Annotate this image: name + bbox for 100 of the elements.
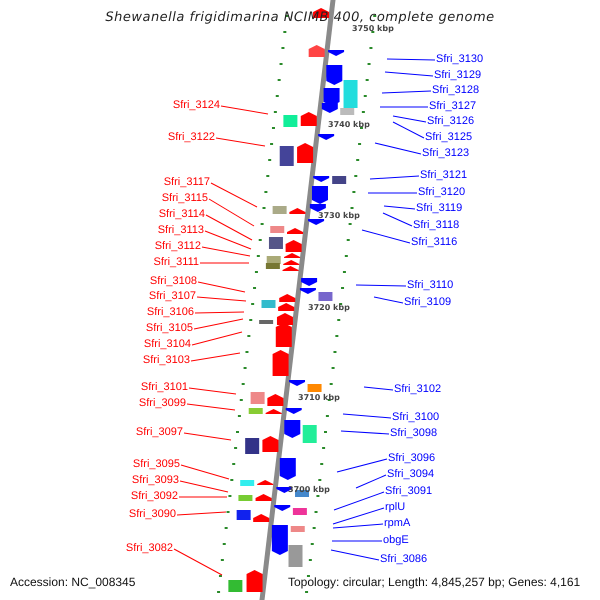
gene-label: Sfri_3104 (144, 338, 191, 351)
leader-line (198, 282, 246, 292)
gene-label: Sfri_3098 (390, 427, 438, 440)
gene-label: Sfri_3125 (425, 131, 472, 144)
gene-label: Sfri_3082 (126, 542, 173, 555)
scale-label: 3750 kbp (352, 24, 394, 33)
gene-label: Sfri_3114 (158, 208, 205, 221)
gene-label: Sfri_3111 (154, 256, 199, 269)
leader-line (180, 464, 230, 480)
leader-line (196, 296, 246, 302)
leader-line (382, 212, 412, 226)
gene-label: Sfri_3124 (172, 99, 220, 112)
leader-line (188, 388, 236, 394)
leader-line (220, 106, 268, 114)
gene-label: Sfri_3106 (146, 306, 194, 319)
gene-label: Sfri_3130 (436, 53, 484, 66)
leader-line (184, 432, 232, 440)
gene-label: Sfri_3099 (138, 397, 186, 410)
gene-label: Sfri_3090 (128, 508, 176, 521)
leader-line (392, 116, 426, 122)
leader-line (202, 246, 250, 256)
leader-line (392, 122, 424, 138)
gene-label: Sfri_3108 (150, 275, 197, 288)
scale-label: 3730 kbp (318, 211, 360, 220)
gene-label: rplU (385, 501, 406, 514)
leader-line (374, 142, 422, 154)
gene-label: Sfri_3126 (427, 115, 474, 128)
leader-line (176, 512, 226, 516)
leader-line (210, 182, 258, 208)
leader-line (206, 214, 252, 240)
scale-label: 3720 kbp (308, 303, 350, 312)
gene-label: Sfri_3091 (385, 485, 432, 498)
leader-line (332, 540, 382, 542)
leader-line (342, 414, 392, 418)
leader-line (186, 404, 236, 410)
leader-line (380, 106, 428, 108)
gene-label: Sfri_3113 (158, 224, 204, 237)
leader-line (216, 138, 266, 146)
gene-label: Sfri_3110 (407, 279, 454, 292)
gene-label: Sfri_3097 (136, 426, 183, 439)
leader-line (174, 548, 222, 576)
leader-line (386, 58, 436, 60)
leader-line (190, 352, 240, 362)
gene-label: Sfri_3102 (394, 383, 442, 396)
gene-label: Sfri_3107 (148, 290, 196, 303)
gene-label: Sfri_3117 (164, 176, 210, 189)
gene-label: Sfri_3115 (162, 192, 208, 205)
gene-label: obgE (383, 534, 409, 547)
leader-line (356, 474, 386, 488)
leader-line (384, 206, 416, 210)
gene-label: Sfri_3101 (140, 381, 188, 394)
gene-label: Sfri_3103 (142, 354, 190, 367)
gene-label: Sfri_3119 (416, 202, 462, 215)
gene-label: rpmA (384, 517, 410, 530)
gene-label: Sfri_3116 (411, 236, 458, 249)
leader-line (362, 230, 410, 244)
footer-text: Topology: circular; Length: 4,845,257 bp; Genes: 4,161 (288, 576, 580, 589)
gene-label: Sfri_3123 (422, 147, 470, 160)
gene-label: Sfri_3120 (418, 186, 466, 199)
leader-line (336, 458, 388, 472)
gene-label: Sfri_3128 (432, 84, 480, 97)
gene-label: Sfri_3096 (388, 452, 436, 465)
leader-line (200, 262, 250, 264)
scale-label: 3710 kbp (298, 393, 340, 402)
gene-label: Sfri_3100 (392, 411, 440, 424)
leader-line (332, 524, 384, 528)
gene-label: Sfri_3122 (168, 131, 215, 144)
gene-label: Sfri_3095 (132, 458, 180, 471)
leader-line (334, 492, 384, 510)
leader-line (194, 318, 244, 330)
leader-line (356, 284, 406, 286)
leader-line (194, 312, 244, 314)
scale-label: 3740 kbp (328, 120, 370, 129)
leader-line (374, 296, 404, 304)
leader-line (382, 90, 432, 94)
gene-label: Sfri_3109 (404, 296, 452, 309)
leader-line (180, 480, 228, 492)
leader-line (384, 72, 434, 76)
leader-line (370, 176, 420, 180)
leader-line (364, 386, 394, 390)
gene-label: Sfri_3105 (146, 322, 193, 335)
gene-label: Sfri_3121 (420, 169, 468, 182)
leader-line (178, 496, 228, 498)
leader-line (192, 332, 242, 346)
footer-text: Accession: NC_008345 (10, 576, 136, 589)
gene-label: Sfri_3093 (132, 474, 179, 487)
leader-line (208, 198, 254, 226)
leader-line (204, 230, 252, 250)
leader-line (368, 192, 418, 194)
title: Shewanella frigidimarina NCIMB 400, complete genome (104, 11, 496, 24)
gene-label: Sfri_3094 (387, 468, 434, 481)
leader-line (330, 550, 380, 560)
gene-label: Sfri_3129 (434, 69, 482, 82)
gene-label: Sfri_3092 (130, 490, 178, 503)
gene-label: Sfri_3112 (154, 240, 201, 253)
leader-line (332, 508, 384, 524)
gene-label: Sfri_3127 (429, 100, 476, 113)
gene-label: Sfri_3086 (380, 553, 428, 566)
leader-line (340, 430, 390, 434)
gene-label: Sfri_3118 (413, 219, 460, 232)
